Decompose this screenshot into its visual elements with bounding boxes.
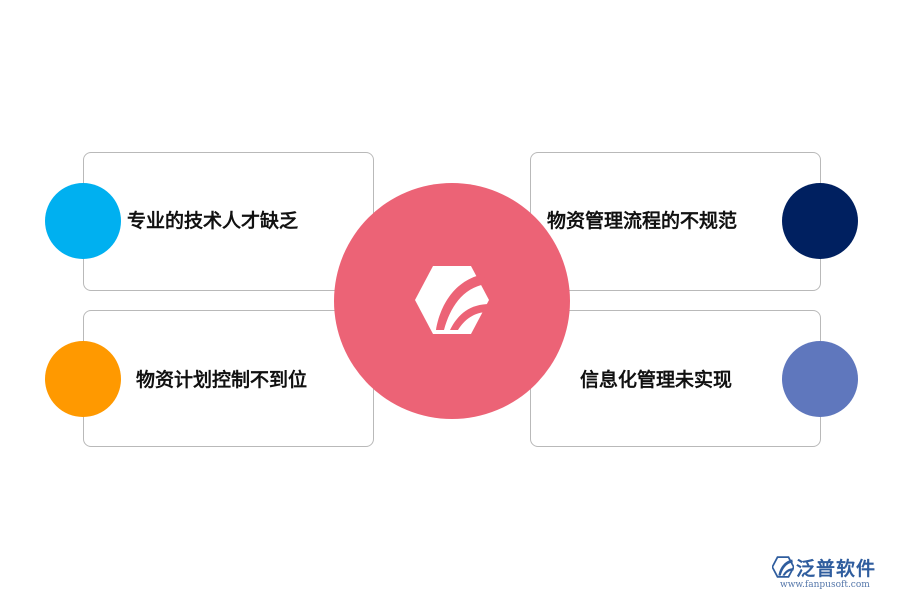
item-box-bottom-left: [83, 310, 374, 447]
watermark-url: www.fanpusoft.com: [780, 580, 870, 590]
item-label-top-left: 专业的技术人才缺乏: [127, 210, 299, 232]
item-box-top-right: [530, 152, 821, 291]
item-label-bottom-right: 信息化管理未实现: [580, 369, 733, 391]
item-label-bottom-left: 物资计划控制不到位: [136, 369, 308, 391]
item-dot-bottom-right: [782, 341, 858, 417]
item-dot-top-right: [782, 183, 858, 259]
watermark-logo-icon: [772, 556, 794, 578]
item-box-top-left: [83, 152, 374, 291]
item-label-top-right: 物资管理流程的不规范: [547, 210, 738, 232]
item-dot-top-left: [45, 183, 121, 259]
brand-watermark: 泛普软件 www.fanpusoft.com: [772, 552, 892, 592]
item-dot-bottom-left: [45, 341, 121, 417]
watermark-brand-text: 泛普软件: [796, 558, 877, 580]
item-box-bottom-right: [530, 310, 821, 447]
fanpu-logo-icon: [415, 266, 490, 334]
